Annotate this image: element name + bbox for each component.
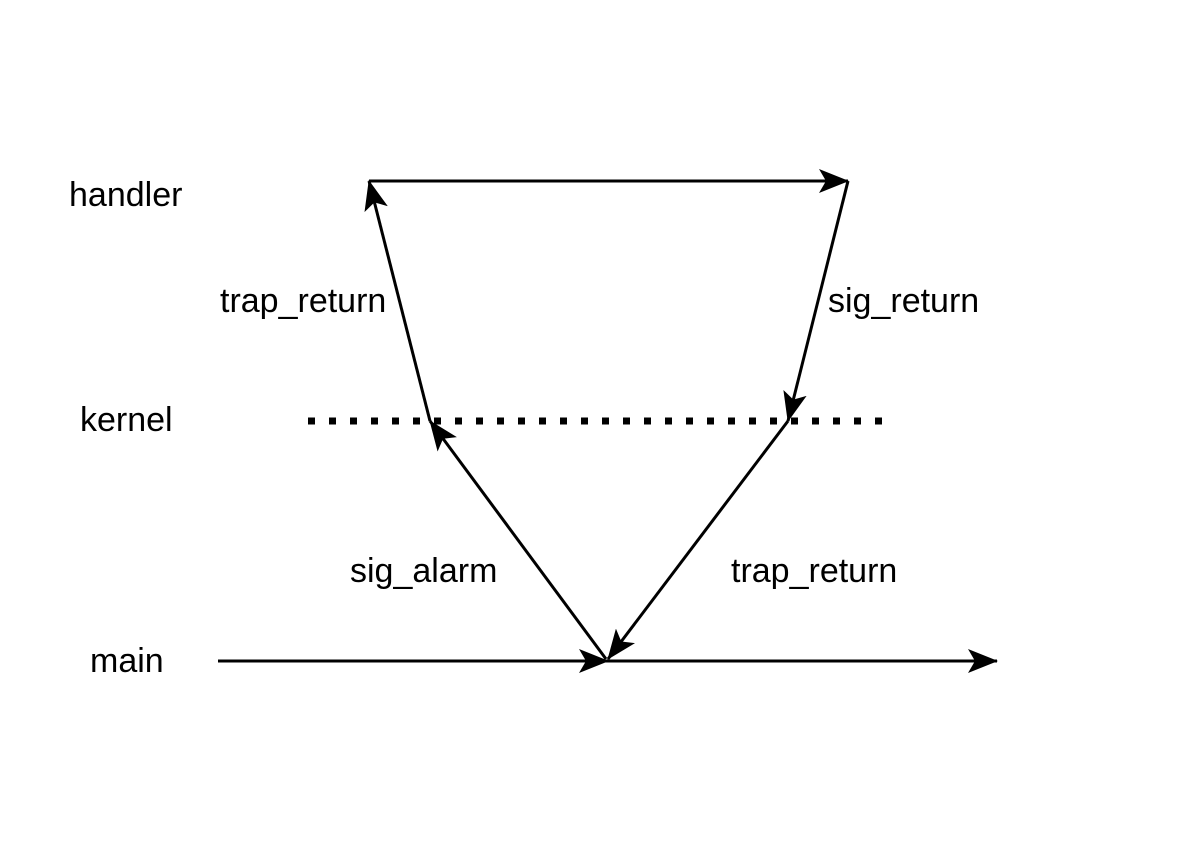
sig-return-arrow [783,180,850,422]
trap-return-to-handler-arrow [364,180,432,422]
label-trap-return-to-main: trap_return [731,552,897,590]
label-trap-return-to-handler: trap_return [220,282,386,320]
label-sig-alarm: sig_alarm [350,552,497,590]
level-label-handler: handler [69,176,182,214]
sig-alarm-arrow [428,420,608,660]
trap-return-to-main-arrow [606,420,790,660]
level-label-kernel: kernel [80,401,173,439]
level-label-main: main [90,642,164,680]
label-sig-return: sig_return [828,282,979,320]
